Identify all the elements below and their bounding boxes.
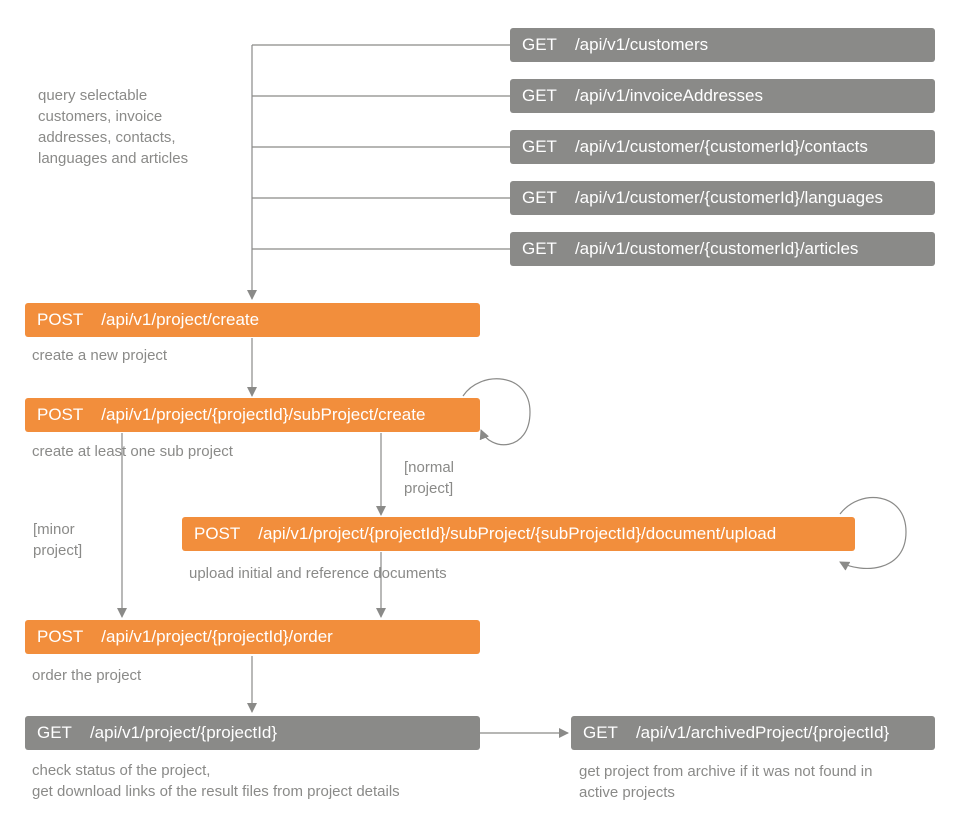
http-method: GET (583, 723, 618, 742)
http-method: GET (522, 35, 557, 54)
get-invoice-addresses-box: GET/api/v1/invoiceAddresses (510, 79, 935, 113)
endpoint-path: /api/v1/customer/{customerId}/articles (574, 239, 859, 258)
endpoint-path: /api/v1/project/create (101, 310, 260, 329)
project-order-note: order the project (32, 667, 142, 684)
post-project-create-box: POST/api/v1/project/create (25, 303, 480, 337)
minor-project-label: [minor project] (33, 521, 83, 559)
post-project-order-box: POST/api/v1/project/{projectId}/order (25, 620, 480, 654)
get-project-box: GET/api/v1/project/{projectId} (25, 716, 480, 750)
http-method: POST (37, 627, 84, 646)
endpoint-path: /api/v1/archivedProject/{projectId} (635, 723, 890, 742)
project-create-note: create a new project (32, 347, 168, 364)
normal-project-label: [normal project] (404, 459, 455, 497)
http-method: GET (522, 86, 557, 105)
http-method: POST (37, 405, 84, 424)
http-method: GET (37, 723, 72, 742)
endpoint-path: /api/v1/project/{projectId}/subProject/c… (101, 405, 426, 424)
endpoint-path: /api/v1/project/{projectId} (89, 723, 278, 742)
http-method: POST (194, 524, 241, 543)
get-articles-box: GET/api/v1/customer/{customerId}/article… (510, 232, 935, 266)
get-contacts-box: GET/api/v1/customer/{customerId}/contact… (510, 130, 935, 164)
http-method: GET (522, 137, 557, 156)
project-get-note: check status of the project, get downloa… (32, 762, 400, 800)
endpoint-path: /api/v1/customer/{customerId}/languages (574, 188, 884, 207)
post-subproject-create-box: POST/api/v1/project/{projectId}/subProje… (25, 398, 480, 432)
get-customers-box: GET/api/v1/customers (510, 28, 935, 62)
endpoint-path: /api/v1/customers (574, 35, 709, 54)
endpoint-path: /api/v1/invoiceAddresses (574, 86, 763, 105)
query-note: query selectable customers, invoice addr… (38, 87, 189, 167)
post-document-upload-box: POST/api/v1/project/{projectId}/subProje… (182, 517, 855, 551)
endpoint-path: /api/v1/project/{projectId}/subProject/{… (258, 524, 777, 543)
endpoint-path: /api/v1/customer/{customerId}/contacts (574, 137, 868, 156)
http-method: POST (37, 310, 84, 329)
archived-get-note: get project from archive if it was not f… (579, 763, 873, 801)
get-archived-project-box: GET/api/v1/archivedProject/{projectId} (571, 716, 935, 750)
http-method: GET (522, 239, 557, 258)
http-method: GET (522, 188, 557, 207)
subproject-self-loop (462, 378, 531, 446)
document-upload-note: upload initial and reference documents (189, 565, 447, 582)
upload-self-loop (839, 497, 907, 571)
get-languages-box: GET/api/v1/customer/{customerId}/languag… (510, 181, 935, 215)
subproject-create-note: create at least one sub project (32, 443, 233, 460)
endpoint-path: /api/v1/project/{projectId}/order (101, 627, 333, 646)
